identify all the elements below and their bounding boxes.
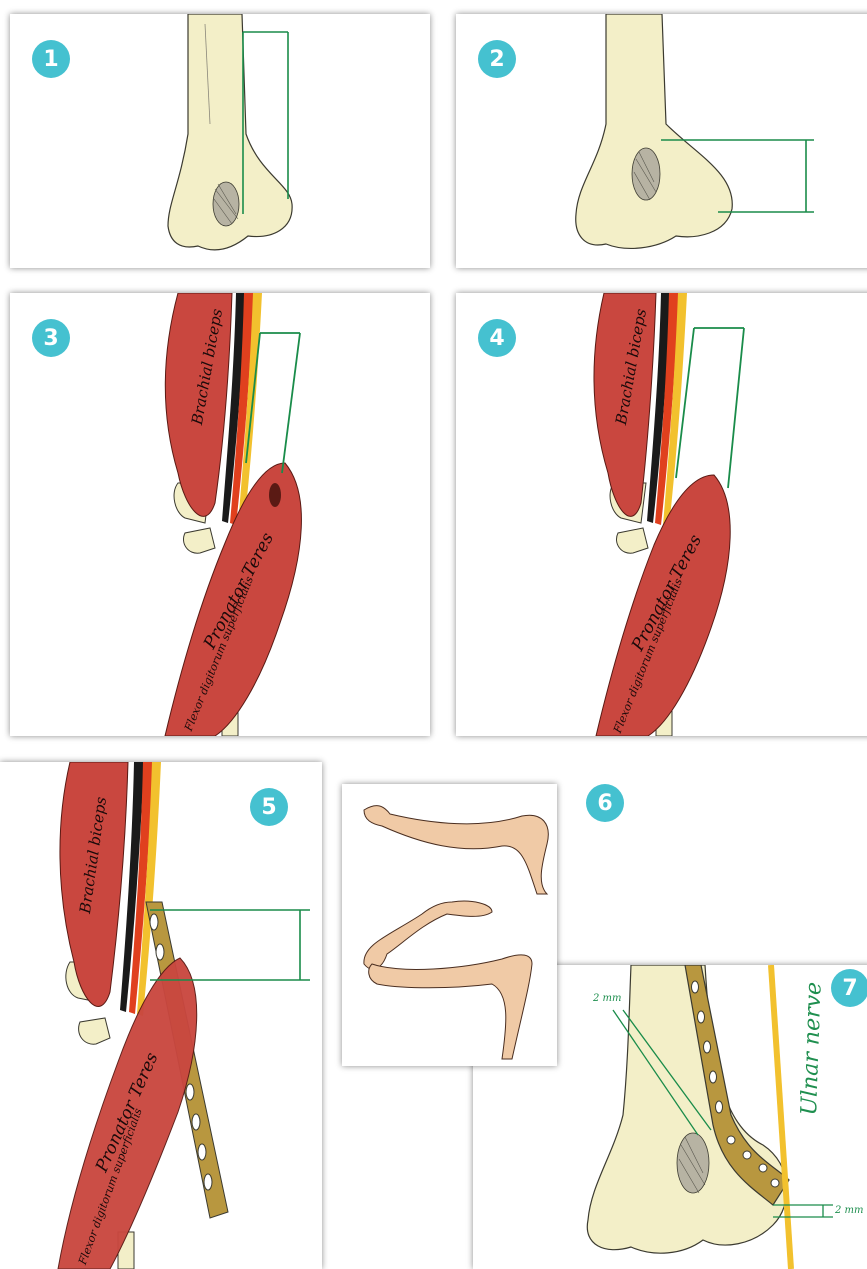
forearm-muscles-illustration (10, 293, 430, 736)
gap-label-bottom: 2 mm (835, 1205, 864, 1216)
plate-fixation-illustration (0, 762, 322, 1269)
step-number-badge: 3 (32, 319, 70, 357)
panel-step-3: Brachial biceps Pronator Teres Flexor di… (10, 293, 430, 736)
step-number-badge: 4 (478, 319, 516, 357)
humerus-distal-illustration (10, 14, 430, 268)
measurement-line (676, 328, 744, 488)
panel-step-4: Brachial biceps Pronator Teres Flexor di… (456, 293, 867, 736)
panel-step-2: 2 (456, 14, 867, 268)
step-number-badge: 1 (32, 40, 70, 78)
forearm-muscles-illustration (456, 293, 867, 736)
arm-extended (364, 806, 548, 894)
step-number-badge: 5 (250, 788, 288, 826)
panel-step-1: 1 (10, 14, 430, 268)
panel-step-5: Brachial biceps Pronator Teres Flexor di… (0, 762, 322, 1269)
arm-bent (364, 901, 532, 1059)
step-number-badge: 6 (586, 784, 624, 822)
panel-step-6 (342, 784, 557, 1066)
label-ulnar-nerve: Ulnar nerve (797, 982, 827, 1116)
arm-position-illustration (342, 784, 557, 1066)
gap-label-top: 2 mm (593, 993, 622, 1004)
step-number-badge: 2 (478, 40, 516, 78)
humerus-distal-illustration (456, 14, 867, 268)
step-number-badge: 7 (831, 969, 867, 1007)
